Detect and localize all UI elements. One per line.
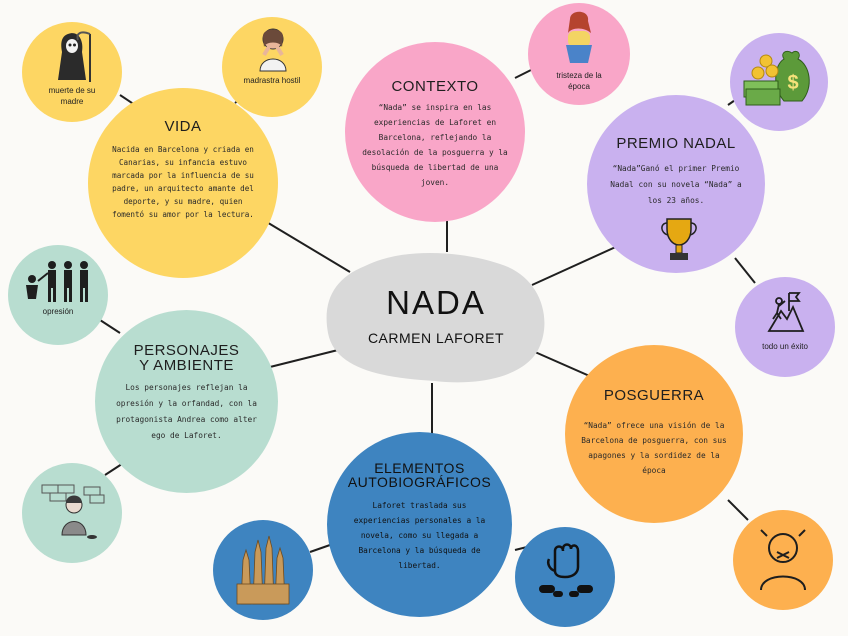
elementos-body: Laforet traslada sus experiencias person… [351, 498, 488, 573]
dinero-node: $ [730, 33, 828, 131]
silenced-person-icon [753, 522, 813, 594]
line-personajes-opresion [100, 320, 120, 333]
premio-title: PREMIO NADAL [587, 135, 765, 152]
vida-node: VIDA Nacida en Barcelona y criada en Can… [88, 88, 278, 278]
posguerra-node: POSGUERRA “Nada” ofrece una visión de la… [565, 345, 743, 523]
homeless-child-icon [40, 481, 106, 543]
libertad-node [515, 527, 615, 627]
posguerra-body: “Nada” ofrece una visión de la Barcelona… [579, 418, 729, 478]
opresion-node: opresión [8, 245, 108, 345]
center-subtitle: CARMEN LAFORET [325, 330, 547, 346]
premio-node: PREMIO NADAL “Nada”Ganó el primer Premio… [587, 95, 765, 273]
sagrada-familia-icon [233, 534, 293, 606]
sad-person-icon [558, 9, 600, 65]
svg-text:$: $ [787, 72, 798, 94]
contexto-title: CONTEXTO [345, 78, 525, 95]
madrastra-node: madrastra hostil [222, 17, 322, 117]
center-title: NADA [325, 284, 547, 322]
money-icon: $ [740, 47, 818, 111]
elementos-title-2: AUTOBIOGRÁFICOS [327, 474, 512, 490]
premio-body: “Nada”Ganó el primer Premio Nadal con su… [601, 161, 751, 209]
contexto-node: CONTEXTO “Nada” se inspira en las experi… [345, 42, 525, 222]
sad-girl-icon [252, 25, 294, 73]
vida-title: VIDA [88, 118, 278, 135]
trophy-icon [659, 215, 699, 263]
contexto-body: “Nada” se inspira en las experiencias de… [359, 100, 511, 190]
muerte-node: muerte de su madre [22, 22, 122, 122]
muerte-label: muerte de su madre [40, 85, 104, 107]
exito-label: todo un éxito [735, 341, 835, 352]
line-posguerra-silencio [728, 500, 748, 520]
oppression-icon [22, 259, 94, 305]
pobreza-node [22, 463, 122, 563]
tristeza-node: tristeza de la época [528, 3, 630, 105]
elementos-node: ELEMENTOS AUTOBIOGRÁFICOS Laforet trasla… [327, 432, 512, 617]
broken-chain-fist-icon [533, 537, 597, 607]
personajes-body: Los personajes reflejan la opresión y la… [111, 380, 262, 444]
vida-body: Nacida en Barcelona y criada en Canarias… [110, 143, 256, 221]
tristeza-label: tristeza de la época [548, 70, 610, 92]
personajes-node: PERSONAJES Y AMBIENTE Los personajes ref… [95, 310, 278, 493]
personajes-title-2: Y AMBIENTE [95, 357, 278, 374]
opresion-label: opresión [8, 306, 108, 317]
exito-node: todo un éxito [735, 277, 835, 377]
posguerra-title: POSGUERRA [565, 387, 743, 404]
grim-reaper-icon [50, 28, 96, 84]
silencio-node [733, 510, 833, 610]
center-node: NADA CARMEN LAFORET [325, 248, 547, 384]
madrastra-label: madrastra hostil [222, 75, 322, 86]
catedral-node [213, 520, 313, 620]
line-elementos-catedral [310, 545, 330, 552]
line-premio-exito [735, 258, 755, 283]
summit-flag-icon [767, 289, 805, 333]
